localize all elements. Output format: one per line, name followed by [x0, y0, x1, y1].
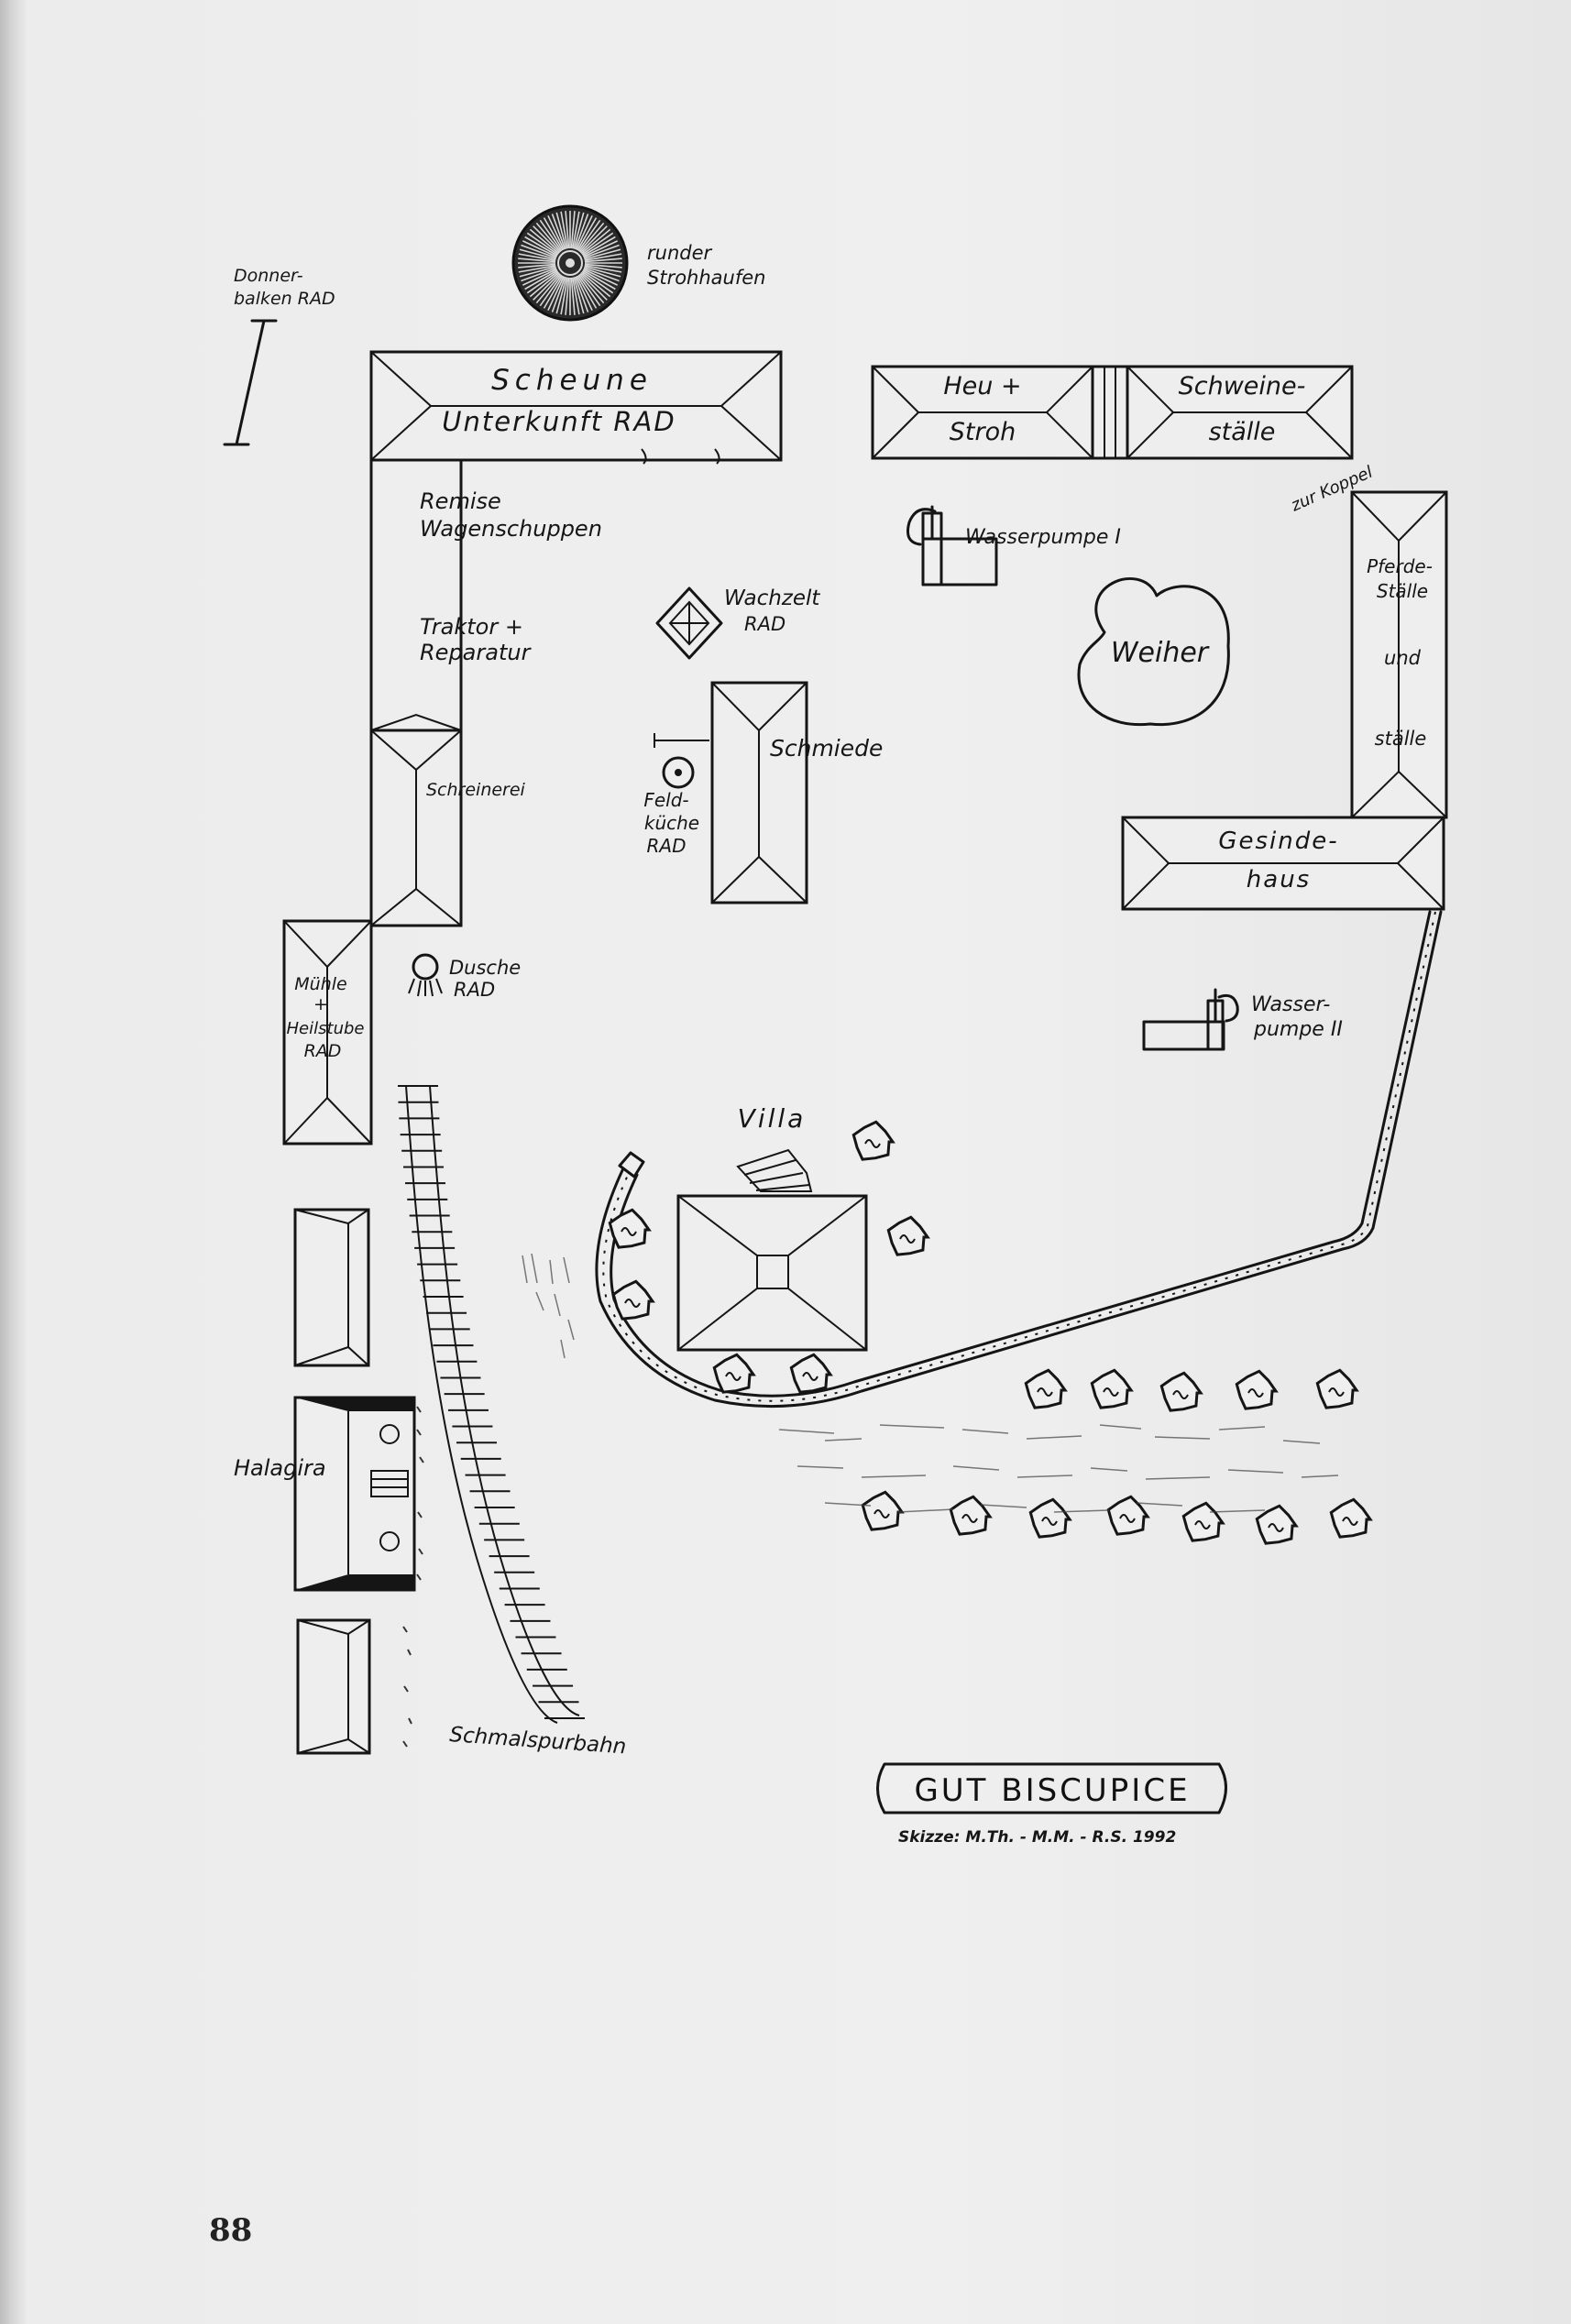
field-kitchen-icon	[654, 733, 709, 789]
building-heu-stroh	[871, 365, 1094, 460]
building-shed-1	[293, 1208, 370, 1367]
page-number: 88	[209, 2212, 252, 2249]
title-cartouche: GUT BISCUPICE	[876, 1762, 1227, 1814]
label-muehle-rad: RAD	[304, 1041, 342, 1061]
label-schmiede: Schmiede	[770, 735, 883, 762]
shower-icon	[408, 953, 443, 997]
building-scheune	[369, 350, 783, 465]
label-donnerbalken-2: balken RAD	[234, 289, 335, 309]
building-remise	[369, 458, 463, 732]
label-schreinerei: Schreinerei	[426, 780, 526, 800]
label-wachzelt: Wachzelt	[724, 586, 820, 610]
building-gesindehaus	[1121, 816, 1445, 911]
building-connector	[1091, 365, 1129, 460]
map-title: GUT BISCUPICE	[914, 1772, 1190, 1809]
tent-icon	[655, 586, 723, 660]
label-wasserpumpe-2b: pumpe II	[1253, 1018, 1343, 1041]
label-remise: Remise	[420, 488, 501, 514]
label-donnerbalken-1: Donner-	[234, 266, 303, 286]
label-wasserpumpe-1: Wasserpumpe I	[965, 526, 1121, 549]
tree-icon	[1255, 1504, 1299, 1545]
tree-icon	[861, 1490, 905, 1531]
tree-icon	[1181, 1501, 1225, 1542]
label-feldkueche-rad: RAD	[647, 835, 687, 857]
narrow-gauge-railway	[398, 1085, 585, 1724]
label-scheune: Scheune	[491, 364, 653, 397]
label-traktor: Traktor +	[420, 614, 523, 640]
label-weiher: Weiher	[1111, 637, 1210, 669]
straw-pile-icon	[511, 204, 629, 322]
tree-icon	[1329, 1497, 1373, 1539]
tree-icon	[1106, 1495, 1150, 1536]
label-pferde-staelle-2: ställe	[1375, 728, 1427, 750]
tree-icon	[886, 1215, 930, 1256]
building-villa	[676, 1148, 868, 1352]
label-heilstube: Heilstube	[287, 1019, 365, 1038]
label-wagenschuppen: Wagenschuppen	[420, 516, 602, 542]
label-strohhaufen-2: Strohhaufen	[647, 267, 765, 289]
label-wachzelt-rad: RAD	[744, 613, 786, 635]
building-halagira	[293, 1396, 424, 1592]
lawn-hatching	[522, 1253, 1339, 1513]
building-schweinestaelle	[1126, 365, 1354, 460]
label-strohhaufen-1: runder	[647, 242, 713, 264]
building-muehle	[282, 919, 373, 1146]
label-pferde-staelle: Ställe	[1377, 580, 1428, 602]
label-dusche: Dusche	[449, 957, 521, 979]
label-muehle: Mühle	[294, 974, 346, 994]
building-pferdestaelle	[1350, 490, 1448, 819]
label-wasserpumpe-2a: Wasser-	[1251, 993, 1330, 1016]
label-muehle-plus: +	[313, 994, 328, 1014]
credit-line: Skizze: M.Th. - M.M. - R.S. 1992	[898, 1828, 1176, 1847]
building-schmiede	[710, 681, 808, 904]
pump-icon-2	[1142, 988, 1239, 1051]
tree-icon	[1024, 1368, 1068, 1409]
tree-icon	[611, 1279, 655, 1321]
pump-icon-1	[906, 505, 998, 586]
label-stroh: Stroh	[950, 418, 1016, 446]
tree-icon	[851, 1120, 895, 1161]
label-halagira: Halagira	[234, 1455, 326, 1481]
tree-icon	[1090, 1368, 1134, 1409]
label-schmalspurbahn: Schmalspurbahn	[449, 1723, 628, 1759]
tree-icon	[949, 1495, 993, 1536]
label-heu: Heu +	[943, 372, 1021, 400]
label-unterkunft: Unterkunft RAD	[442, 406, 676, 437]
label-pferde: Pferde-	[1367, 555, 1433, 577]
label-villa: Villa	[738, 1103, 807, 1134]
tree-icon	[1028, 1497, 1072, 1539]
label-feldkueche: Feld-	[643, 789, 688, 811]
tree-icon	[789, 1353, 833, 1394]
tree-icon	[712, 1353, 756, 1394]
label-kueche: küche	[644, 812, 699, 834]
label-reparatur: Reparatur	[420, 640, 533, 665]
label-haus: haus	[1247, 866, 1311, 893]
latrine-bar	[223, 319, 278, 446]
tree-icon	[608, 1208, 652, 1249]
trees	[608, 1120, 1373, 1545]
label-staelle: ställe	[1209, 418, 1276, 446]
building-shed-2	[296, 1618, 412, 1755]
building-schreinerei	[369, 729, 463, 927]
driveway	[595, 910, 1443, 1409]
label-schweine: Schweine-	[1179, 372, 1306, 400]
label-pferde-und: und	[1384, 647, 1422, 669]
pond	[1077, 577, 1230, 727]
label-dusche-rad: RAD	[454, 979, 495, 1001]
tree-icon	[1315, 1368, 1359, 1409]
label-gesinde: Gesinde-	[1218, 828, 1338, 855]
tree-icon	[1159, 1371, 1203, 1412]
tree-icon	[1235, 1369, 1279, 1410]
